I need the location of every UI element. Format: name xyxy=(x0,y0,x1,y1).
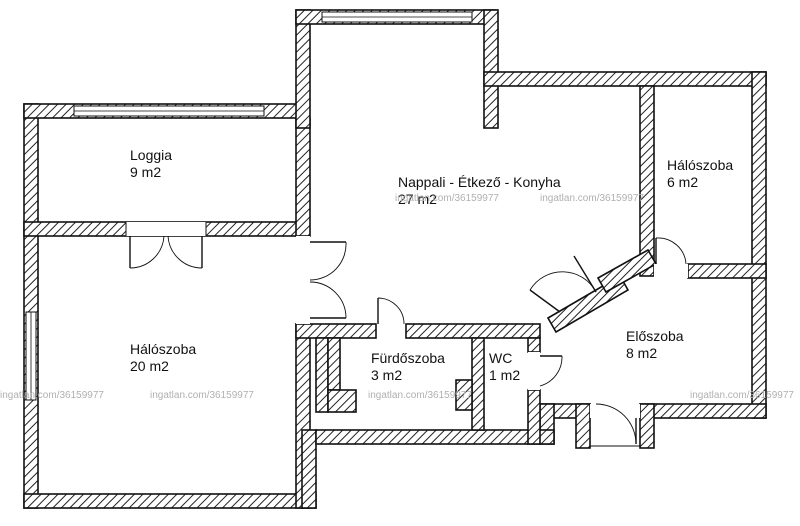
inner-walls xyxy=(295,323,541,445)
watermarks: ingatlan.com/36159977 ingatlan.com/36159… xyxy=(0,193,794,401)
wall-loggia-right xyxy=(295,117,311,237)
window-living-top xyxy=(321,11,473,23)
watermark-text: ingatlan.com/36159977 xyxy=(540,193,644,204)
wall-bath-shaft xyxy=(455,379,473,411)
window-loggia-top xyxy=(73,105,265,117)
room-area-bedroom-small: 6 m2 xyxy=(667,174,698,190)
wall-living-top-right xyxy=(483,9,499,129)
window-bedroom-left xyxy=(25,311,37,401)
room-area-wc: 1 m2 xyxy=(489,367,520,383)
wall-bath-top-left xyxy=(295,323,377,339)
room-area-living: 27 m2 xyxy=(398,191,437,207)
outer-walls xyxy=(23,9,767,509)
watermark-text: ingatlan.com/36159977 xyxy=(368,390,472,401)
watermark-text: ingatlan.com/36159977 xyxy=(690,390,794,401)
wall-wc-right-top xyxy=(527,337,541,353)
wall-shaft-left xyxy=(315,337,329,413)
wall-left-outer xyxy=(23,103,39,509)
room-name-wc: WC xyxy=(489,350,512,366)
wall-right-top xyxy=(483,71,767,87)
door-bathroom xyxy=(377,297,405,325)
wall-wc-right-bottom xyxy=(527,389,541,445)
windows xyxy=(25,11,473,401)
room-area-hall: 8 m2 xyxy=(626,345,657,361)
wall-bath-wc xyxy=(471,337,485,431)
wall-bath-left xyxy=(327,337,341,391)
room-name-bedroom-large: Hálószoba xyxy=(130,341,196,357)
room-labels: Loggia 9 m2 Nappali - Étkező - Konyha 27… xyxy=(130,147,733,383)
wall-bottom-mid xyxy=(315,429,555,445)
door-loggia-double xyxy=(125,222,207,269)
wall-entry-right xyxy=(639,403,655,449)
watermark-text: ingatlan.com/36159977 xyxy=(150,390,254,401)
room-name-bedroom-small: Hálószoba xyxy=(667,157,733,173)
door-wc xyxy=(528,352,563,390)
door-small-bedroom xyxy=(654,237,688,278)
wall-bath-top-right xyxy=(405,323,541,339)
door-living-diagonal xyxy=(529,255,597,313)
door-entrance xyxy=(590,403,640,447)
room-name-loggia: Loggia xyxy=(130,147,172,163)
watermark-text: ingatlan.com/36159977 xyxy=(395,193,499,204)
doors xyxy=(125,222,688,447)
room-area-bathroom: 3 m2 xyxy=(371,367,402,383)
wall-bottom-left xyxy=(23,493,317,509)
wall-shaft-bottom xyxy=(327,389,357,413)
room-name-bathroom: Fürdőszoba xyxy=(371,350,445,366)
wall-living-small-bedroom xyxy=(639,85,655,277)
door-bedroom-living xyxy=(296,236,347,324)
wall-bottom-step xyxy=(301,429,317,509)
wall-living-left-upper xyxy=(295,9,311,129)
watermark-text: ingatlan.com/36159977 xyxy=(0,390,104,401)
room-area-bedroom-large: 20 m2 xyxy=(130,358,169,374)
room-name-hall: Előszoba xyxy=(626,328,684,344)
room-area-loggia: 9 m2 xyxy=(130,164,161,180)
wall-small-bedroom-bottom xyxy=(687,263,767,279)
wall-entry-left xyxy=(575,403,591,449)
room-name-living: Nappali - Étkező - Konyha xyxy=(398,174,561,190)
wall-hall-bottom-right xyxy=(639,403,767,419)
wall-right-outer xyxy=(751,71,767,419)
